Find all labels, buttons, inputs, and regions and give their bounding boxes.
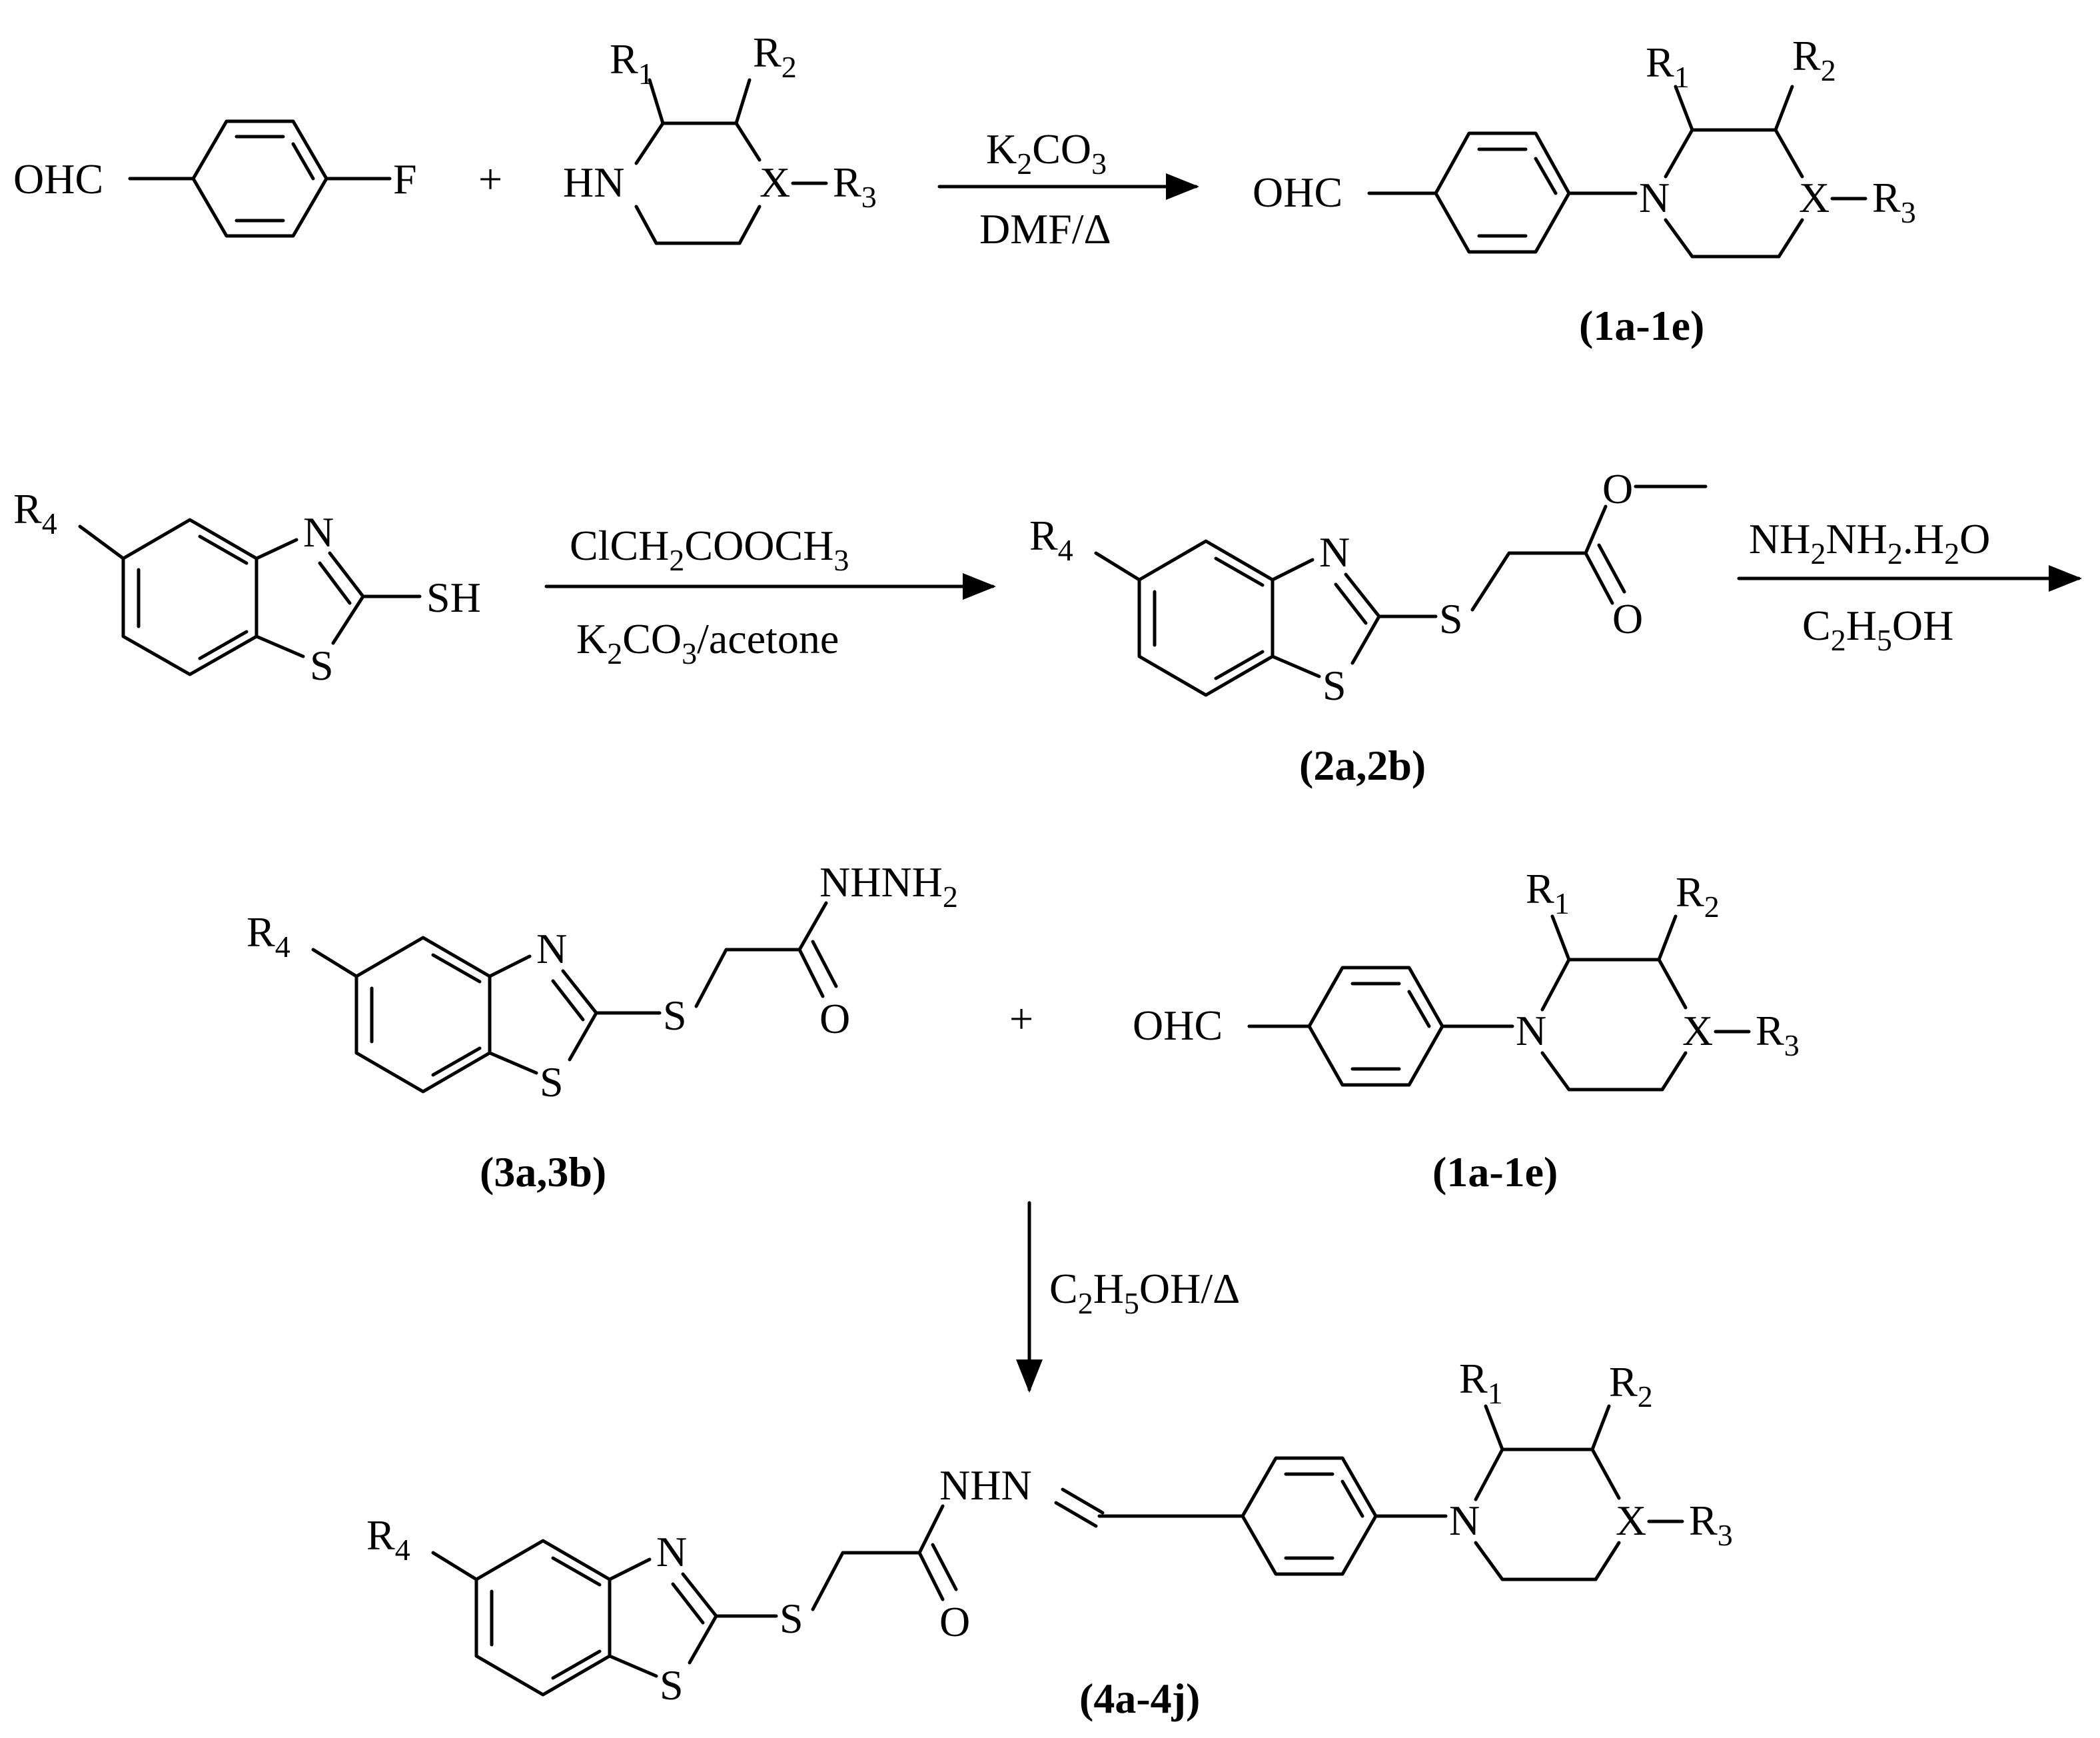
svg-text:R3: R3 [833,159,877,214]
svg-text:S: S [780,1595,803,1642]
svg-text:K2CO3: K2CO3 [986,125,1107,181]
svg-text:N: N [1516,1007,1546,1054]
svg-text:R4: R4 [1029,512,1073,567]
svg-text:R1: R1 [1526,865,1570,920]
svg-text:R1: R1 [610,35,654,91]
svg-text:ClCH2COOCH3: ClCH2COOCH3 [570,522,849,577]
svg-text:X: X [1799,174,1830,221]
plus-1: + [478,155,502,203]
svg-text:OHC: OHC [1133,1002,1223,1049]
svg-text:R4: R4 [247,908,290,964]
svg-text:N: N [303,508,334,556]
label-4a-4j: (4a-4j) [1079,1675,1200,1722]
compound-4: R4 N S S O NHN N [366,1355,1733,1709]
svg-text:R4: R4 [366,1511,410,1567]
svg-text:SH: SH [426,574,481,621]
compound-2: R4 N S S O O [1029,465,1708,709]
svg-text:X: X [1682,1007,1713,1054]
svg-text:O: O [819,995,850,1042]
f-label: F [393,155,417,203]
svg-text:S: S [1322,662,1346,709]
svg-text:NH2NH2.H2O: NH2NH2.H2O [1749,515,1990,570]
cyclic-amine: HN R1 R2 X R3 [563,29,877,245]
svg-text:O: O [939,1598,970,1645]
svg-text:R4: R4 [13,485,57,540]
fluorobenzaldehyde: OHC F [13,119,417,238]
svg-text:DMF/Δ: DMF/Δ [979,205,1111,253]
svg-text:O: O [1602,465,1633,512]
svg-text:R2: R2 [1676,868,1720,924]
hn-label: HN [563,159,624,206]
label-2a-2b: (2a,2b) [1299,742,1426,789]
svg-text:R1: R1 [1459,1355,1503,1410]
svg-text:OHC: OHC [1253,169,1342,216]
svg-text:S: S [310,642,334,689]
mercaptobenzothiazole: R4 N S SH [13,485,481,689]
compound-1-mid: OHC N R1 R2 X R3 [1133,865,1800,1092]
ohc-label: OHC [13,155,103,203]
plus-2: + [1009,995,1033,1042]
svg-text:R2: R2 [1609,1358,1653,1413]
svg-text:NHNH2: NHNH2 [819,858,958,914]
svg-text:S: S [663,992,687,1039]
svg-text:N: N [1319,528,1350,576]
svg-text:C2H5OH/Δ: C2H5OH/Δ [1049,1265,1240,1320]
svg-text:K2CO3/acetone: K2CO3/acetone [576,615,839,670]
svg-text:R3: R3 [1756,1007,1800,1062]
svg-text:R2: R2 [1792,32,1836,87]
label-3a-3b: (3a,3b) [480,1148,606,1196]
compound-1-top: OHC N R1 R2 X R3 [1253,32,1916,259]
svg-text:R3: R3 [1689,1497,1733,1552]
label-1a-1e-top: (1a-1e) [1579,302,1704,349]
svg-text:S: S [660,1661,684,1709]
svg-text:X: X [1616,1497,1646,1544]
svg-text:S: S [1439,595,1463,642]
svg-text:R2: R2 [753,29,797,84]
svg-text:R1: R1 [1646,39,1690,94]
arrow-step-3: NH2NH2.H2O C2H5OH [1737,515,2082,657]
svg-text:O: O [1612,595,1643,642]
svg-text:C2H5OH: C2H5OH [1802,602,1953,657]
svg-text:N: N [536,925,567,972]
svg-text:N: N [1639,174,1670,221]
arrow-step-1: K2CO3 DMF/Δ [937,125,1199,253]
svg-text:R3: R3 [1872,174,1916,229]
label-1a-1e-mid: (1a-1e) [1432,1148,1558,1196]
compound-3: R4 N S S NHNH2 O [247,858,958,1106]
svg-text:S: S [540,1058,564,1106]
svg-text:N: N [656,1528,687,1575]
svg-text:NHN: NHN [939,1461,1032,1509]
arrow-step-4: C2H5OH/Δ [1016,1201,1240,1393]
svg-text:X: X [760,159,790,206]
arrow-step-2: ClCH2COOCH3 K2CO3/acetone [544,522,996,670]
svg-text:N: N [1449,1497,1480,1544]
